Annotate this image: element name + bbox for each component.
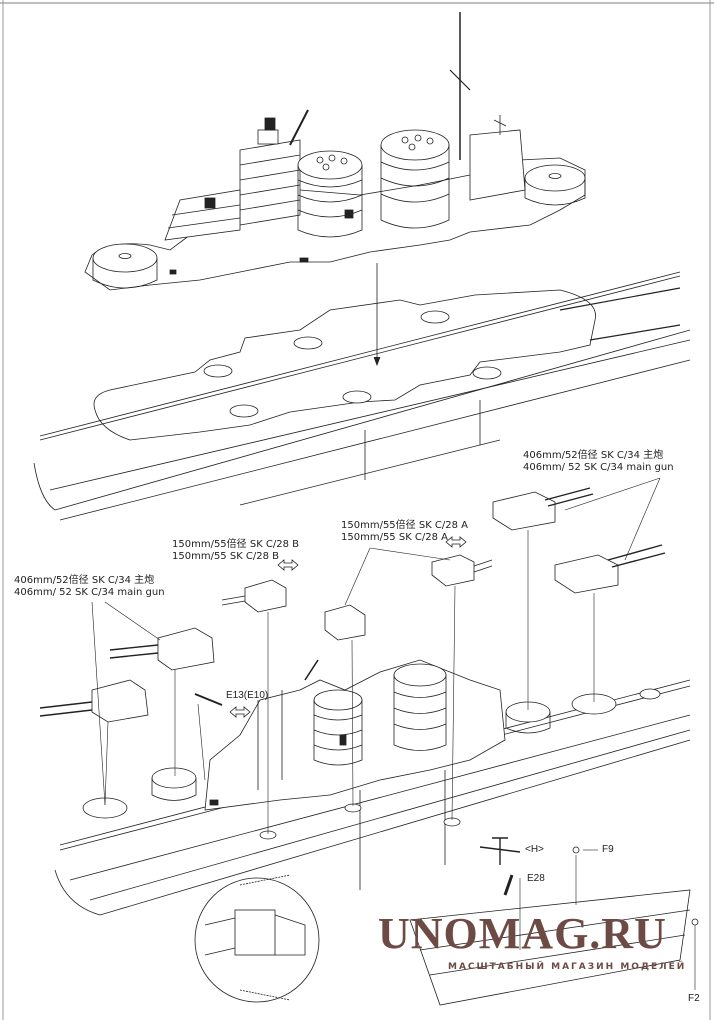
stern-detail-inset xyxy=(194,874,320,1003)
arrow-head-icon xyxy=(373,356,381,367)
label-line-en: 406mm/ 52 SK C/34 main gun xyxy=(14,587,165,598)
watermark-brand: UNOMAG.RU xyxy=(378,909,667,958)
label-line-en: 150mm/55 SK C/28 A xyxy=(341,532,449,543)
label-secondary-a: 150mm/55倍径 SK C/28 A 150mm/55 SK C/28 A xyxy=(341,520,468,544)
part-f9 xyxy=(572,846,580,854)
part-label-f2: F2 xyxy=(688,993,700,1004)
aircraft-part-h xyxy=(479,837,521,865)
main-hull-assembly xyxy=(54,659,691,916)
leader-lines xyxy=(91,477,696,990)
main-turret-fwd-2 xyxy=(554,544,666,594)
swap-arrow-icon xyxy=(445,536,467,548)
main-turret-aft-2 xyxy=(109,627,215,671)
superstructure-subassembly xyxy=(84,12,586,291)
part-e13 xyxy=(194,693,223,706)
main-turret-aft-1 xyxy=(39,679,149,723)
label-main-gun-fwd: 406mm/52倍径 SK C/34 主炮 406mm/ 52 SK C/34 … xyxy=(523,450,674,474)
swap-arrow-icon xyxy=(229,706,251,718)
part-e28 xyxy=(503,874,514,896)
swap-arrow-icon xyxy=(277,559,299,571)
label-line-cn: 406mm/52倍径 SK C/34 主炮 xyxy=(14,575,155,586)
label-line-cn: 150mm/55倍径 SK C/28 A xyxy=(341,520,469,531)
part-label-h: <H> xyxy=(525,844,544,855)
part-label-e13: E13(E10) xyxy=(226,690,269,701)
part-f2 xyxy=(691,918,699,926)
label-secondary-b: 150mm/55倍径 SK C/28 B 150mm/55 SK C/28 B xyxy=(172,539,299,563)
secondary-turret-base xyxy=(324,604,366,641)
part-label-f9: F9 xyxy=(602,844,614,855)
part-label-e28: E28 xyxy=(527,873,545,884)
secondary-turret-b xyxy=(221,579,287,613)
secondary-turret-a xyxy=(431,554,493,587)
label-line-en: 406mm/ 52 SK C/34 main gun xyxy=(523,462,674,473)
hull-deck xyxy=(33,271,691,521)
label-line-cn: 150mm/55倍径 SK C/28 B xyxy=(172,539,300,550)
label-line-en: 150mm/55 SK C/28 B xyxy=(172,551,280,562)
watermark-tagline: МАСШТАБНЫЙ МАГАЗИН МОДЕЛЕЙ xyxy=(448,962,687,972)
main-turret-fwd-1 xyxy=(492,487,594,531)
bow-detail xyxy=(409,889,691,1006)
label-line-cn: 406mm/52倍径 SK C/34 主炮 xyxy=(523,450,664,461)
label-main-gun-aft: 406mm/52倍径 SK C/34 主炮 406mm/ 52 SK C/34 … xyxy=(14,575,165,599)
